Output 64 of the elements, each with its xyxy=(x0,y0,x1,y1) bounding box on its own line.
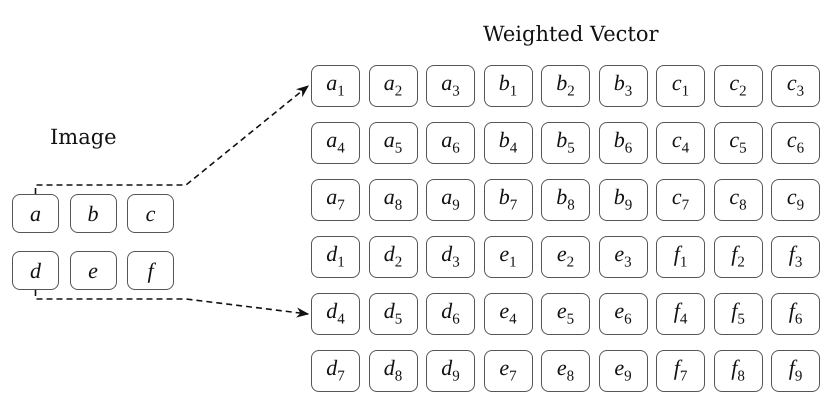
symbol-box: f$_{8}$ xyxy=(714,350,762,392)
symbol-box: e xyxy=(70,251,116,290)
symbol-box: c$_{3}$ xyxy=(771,65,820,107)
symbol-box: b$_{9}$ xyxy=(598,179,648,221)
symbol-box: c$_{4}$ xyxy=(656,122,705,164)
symbol-box: f$_{5}$ xyxy=(714,293,762,335)
symbol-box: e$_{8}$ xyxy=(541,350,590,392)
symbol-box: c$_{8}$ xyxy=(714,179,762,221)
symbol-box: f$_{2}$ xyxy=(714,236,762,278)
symbol-box: c$_{5}$ xyxy=(714,122,762,164)
symbol-box: d$_{4}$ xyxy=(311,293,360,335)
symbol-box: a$_{3}$ xyxy=(426,65,475,107)
symbol-box: b$_{8}$ xyxy=(541,179,590,221)
symbol-box: a$_{2}$ xyxy=(368,65,418,107)
symbol-box: a$_{6}$ xyxy=(426,122,475,164)
symbol-box: b$_{5}$ xyxy=(541,122,590,164)
symbol-box: d$_{7}$ xyxy=(311,350,360,392)
symbol-box: b$_{2}$ xyxy=(541,65,590,107)
arrow xyxy=(34,85,309,194)
heading: Weighted Vector xyxy=(483,22,659,46)
symbol-box: e$_{9}$ xyxy=(598,350,648,392)
symbol-box: f xyxy=(127,251,174,290)
symbol-box: d$_{1}$ xyxy=(311,236,360,278)
symbol-box: a$_{4}$ xyxy=(311,122,360,164)
symbol-box: e$_{1}$ xyxy=(484,236,532,278)
symbol-box: f$_{7}$ xyxy=(656,350,705,392)
symbol-box: e$_{6}$ xyxy=(598,293,648,335)
symbol-box: d$_{3}$ xyxy=(426,236,475,278)
symbol-box: f$_{9}$ xyxy=(771,350,820,392)
symbol-box: e$_{3}$ xyxy=(598,236,648,278)
symbol-box: b$_{4}$ xyxy=(484,122,532,164)
arrow xyxy=(34,290,310,318)
symbol-box: c$_{9}$ xyxy=(771,179,820,221)
symbol-box: d$_{5}$ xyxy=(368,293,418,335)
symbol-box: c$_{1}$ xyxy=(656,65,705,107)
symbol-box: f$_{1}$ xyxy=(656,236,705,278)
symbol-box: c$_{2}$ xyxy=(714,65,762,107)
symbol-box: b xyxy=(70,194,116,233)
symbol-box: f$_{3}$ xyxy=(771,236,820,278)
symbol-box: a$_{8}$ xyxy=(368,179,418,221)
symbol-box: d$_{8}$ xyxy=(368,350,418,392)
symbol-box: f$_{4}$ xyxy=(656,293,705,335)
symbol-box: d$_{6}$ xyxy=(426,293,475,335)
symbol-box: d$_{2}$ xyxy=(368,236,418,278)
symbol-box: b$_{7}$ xyxy=(484,179,532,221)
symbol-box: e$_{5}$ xyxy=(541,293,590,335)
symbol-box: a xyxy=(12,194,59,233)
symbol-box: b$_{6}$ xyxy=(598,122,648,164)
symbol-box: c$_{6}$ xyxy=(771,122,820,164)
symbol-box: a$_{5}$ xyxy=(368,122,418,164)
symbol-box: a$_{7}$ xyxy=(311,179,360,221)
symbol-box: c$_{7}$ xyxy=(656,179,705,221)
symbol-box: b$_{3}$ xyxy=(598,65,648,107)
symbol-box: d$_{9}$ xyxy=(426,350,475,392)
symbol-box: c xyxy=(127,194,174,233)
heading: Image xyxy=(50,125,117,149)
symbol-box: e$_{7}$ xyxy=(484,350,532,392)
symbol-box: a$_{1}$ xyxy=(311,65,360,107)
symbol-box: f$_{6}$ xyxy=(771,293,820,335)
symbol-box: e$_{2}$ xyxy=(541,236,590,278)
symbol-box: e$_{4}$ xyxy=(484,293,532,335)
symbol-box: d xyxy=(12,251,59,290)
symbol-box: a$_{9}$ xyxy=(426,179,475,221)
symbol-box: b$_{1}$ xyxy=(484,65,532,107)
